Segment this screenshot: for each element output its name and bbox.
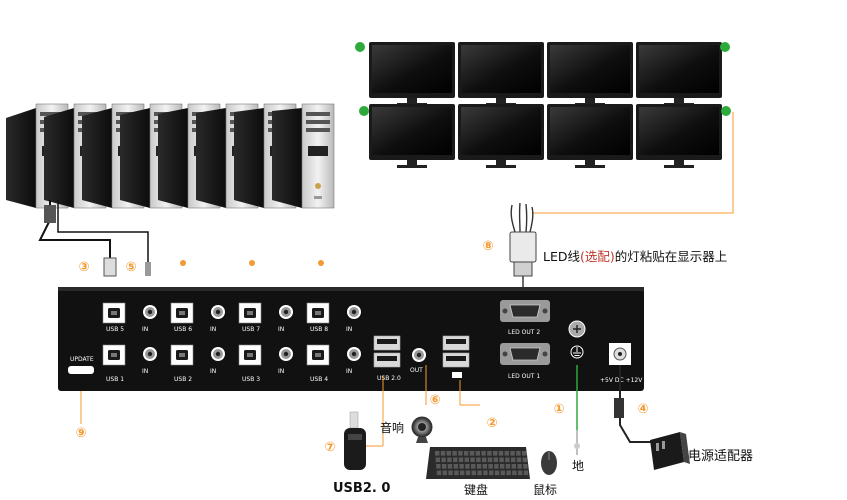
- callout-9: ⑨: [75, 426, 86, 441]
- audio-in-label: IN: [346, 368, 352, 375]
- computer-tower-icon: [272, 103, 335, 209]
- speaker-label: 音响: [380, 420, 404, 435]
- usb-b-port-4[interactable]: [306, 344, 330, 366]
- monitor-led-dot: [355, 42, 365, 52]
- usb-b-port-5[interactable]: [102, 302, 126, 324]
- audio-out-label: OUT: [410, 367, 423, 374]
- monitor-icon: [458, 104, 544, 168]
- usb20-port-top[interactable]: [373, 335, 401, 351]
- callout-2: ②: [486, 416, 497, 431]
- usb-b-port-7[interactable]: [238, 302, 262, 324]
- audio-in-jack[interactable]: [211, 347, 225, 361]
- monitor-led-dot: [359, 106, 369, 116]
- led-out-1-port[interactable]: [499, 342, 551, 366]
- monitor-icon: [547, 42, 633, 106]
- callout-4: ④: [637, 402, 648, 417]
- monitor-icon: [369, 104, 455, 168]
- led-out-2-port[interactable]: [499, 299, 551, 323]
- keyboard-label: 键盘: [464, 482, 488, 497]
- usb-drive-icon: [344, 411, 366, 470]
- usb-port-label: USB 3: [242, 376, 260, 383]
- callout-5: ⑤: [125, 260, 136, 275]
- audio-in-jack[interactable]: [143, 347, 157, 361]
- led-note-highlight: (选配): [580, 249, 615, 264]
- led-out-1-label: LED OUT 1: [508, 373, 540, 380]
- callout-8: ⑧: [482, 239, 493, 254]
- audio-in-label: IN: [142, 368, 148, 375]
- audio-in-jack[interactable]: [143, 305, 157, 319]
- audio-in-jack[interactable]: [347, 305, 361, 319]
- usb-drive-label: USB2. 0: [333, 481, 390, 496]
- monitor-led-dot: [720, 42, 730, 52]
- usb-port-label: USB 6: [174, 326, 192, 333]
- monitor-icon: [458, 42, 544, 106]
- kbd-port-top[interactable]: [442, 335, 470, 351]
- callout-1: ①: [553, 402, 564, 417]
- led-note-suffix: 的灯粘贴在显示器上: [615, 249, 728, 264]
- keyboard-icon: [452, 372, 462, 378]
- usb-port-label: USB 7: [242, 326, 260, 333]
- callouts: ③ ⑤ ⑧ ⑨ ⑦ ⑥ ② ① ④: [75, 239, 648, 455]
- monitor-icon: [547, 104, 633, 168]
- led-wire: [532, 112, 734, 214]
- usb-b-port-8[interactable]: [306, 302, 330, 324]
- usb20-label: USB 2.0: [377, 375, 401, 382]
- monitor-icon: [636, 104, 722, 168]
- connection-dot: [318, 260, 324, 266]
- led-note: LED线(选配)的灯粘贴在显示器上: [543, 249, 727, 264]
- usb-port-label: USB 5: [106, 326, 124, 333]
- audio-in-label: IN: [210, 326, 216, 333]
- audio-in-labels: IN IN IN IN IN IN IN IN: [142, 326, 352, 375]
- callout-7: ⑦: [324, 440, 335, 455]
- pc-cables: [38, 200, 151, 277]
- usb-port-label: USB 8: [310, 326, 328, 333]
- audio-in-jack[interactable]: [347, 347, 361, 361]
- usb-b-port-3[interactable]: [238, 344, 262, 366]
- ground-terminal-icon: [568, 320, 586, 359]
- audio-in-label: IN: [278, 326, 284, 333]
- ground-label: 地: [572, 459, 584, 473]
- callout-3: ③: [78, 260, 89, 275]
- connection-dot: [180, 260, 186, 266]
- monitor-icon: [369, 42, 455, 106]
- audio-in-jack[interactable]: [279, 305, 293, 319]
- audio-in-label: IN: [346, 326, 352, 333]
- audio-in-label: IN: [278, 368, 284, 375]
- audio-in-jack[interactable]: [211, 305, 225, 319]
- kvm-back-panel: [58, 287, 644, 391]
- mouse-label: 鼠标: [533, 483, 557, 497]
- power-cable: [619, 365, 655, 443]
- update-label: UPDATE: [70, 356, 94, 363]
- monitor-icon: [636, 42, 722, 106]
- mouse-icon: [541, 451, 557, 475]
- led-note-prefix: LED线: [543, 249, 580, 264]
- usb-port-label: USB 4: [310, 376, 328, 383]
- computer-row: [6, 103, 335, 209]
- power-adapter-icon: [650, 432, 690, 470]
- usb-port-label: USB 2: [174, 376, 192, 383]
- usb-b-port-2[interactable]: [170, 344, 194, 366]
- audio-in-label: IN: [210, 368, 216, 375]
- audio-in-jack[interactable]: [279, 347, 293, 361]
- connection-lines: [80, 365, 480, 447]
- keyboard-device-icon: [426, 447, 530, 479]
- audio-in-label: IN: [142, 326, 148, 333]
- update-port[interactable]: [68, 366, 94, 374]
- callout-6: ⑥: [429, 393, 440, 408]
- usb-b-port-6[interactable]: [170, 302, 194, 324]
- usb20-port-bottom[interactable]: [373, 352, 401, 368]
- power-in-label: +5V DC +12V: [600, 377, 643, 384]
- connection-dot: [249, 260, 255, 266]
- monitor-grid: [355, 42, 731, 168]
- audio-out-jack[interactable]: [412, 348, 426, 362]
- usb-port-label: USB 1: [106, 376, 124, 383]
- kbd-port-bottom[interactable]: [442, 352, 470, 368]
- monitor-led-dot: [721, 106, 731, 116]
- speaker-icon: [411, 416, 433, 443]
- led-cable-bundle-icon: [509, 202, 537, 300]
- power-adapter-label: 电源适配器: [688, 449, 753, 464]
- usb-b-port-1[interactable]: [102, 344, 126, 366]
- led-out-2-label: LED OUT 2: [508, 329, 540, 336]
